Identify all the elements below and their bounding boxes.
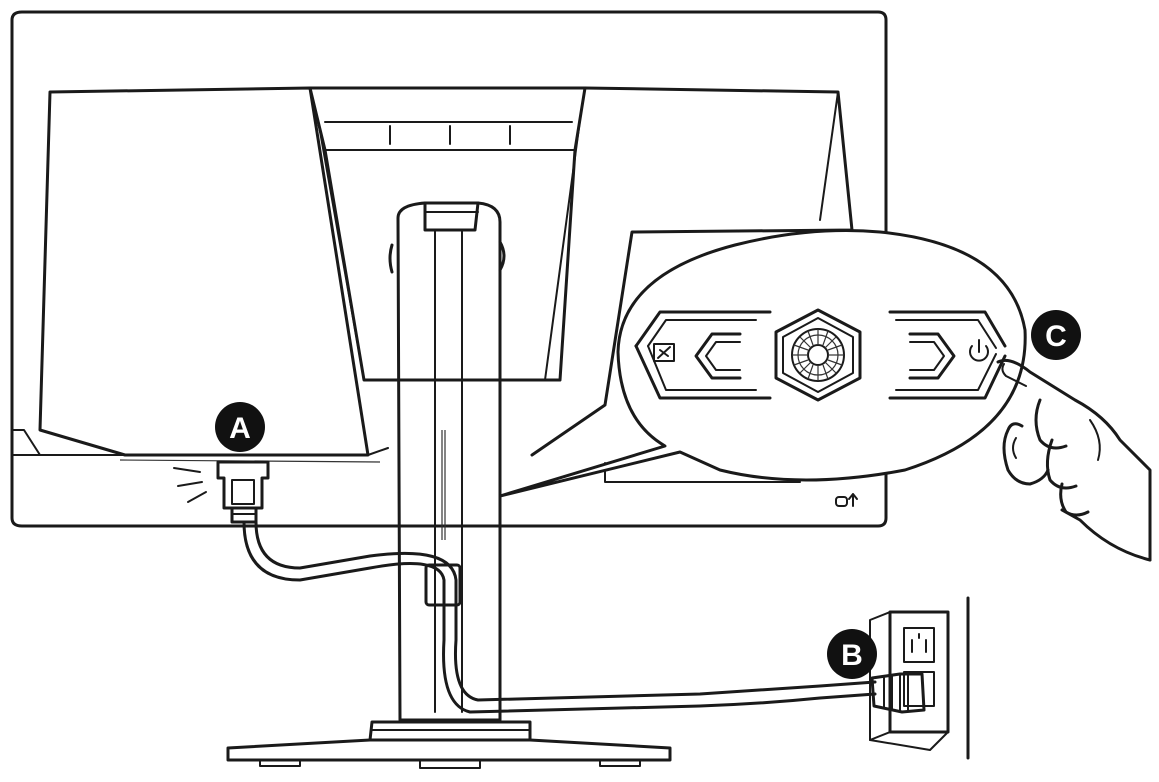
navigation-joystick-icon (774, 308, 862, 402)
hand-pressing-button (996, 358, 1152, 562)
rear-control-panel (634, 308, 1007, 402)
gaming-key-icon (653, 343, 675, 362)
callout-b-label: B (841, 639, 863, 672)
rear-housing (38, 86, 370, 457)
callout-b-badge (827, 629, 877, 679)
callout-c-badge (1031, 310, 1081, 360)
callout-c-label: C (1045, 320, 1067, 353)
kensington-lock-icon (835, 493, 858, 507)
stand-base (226, 738, 672, 762)
monitor-bottom-lip (11, 429, 389, 456)
button-zoom-bubble (498, 229, 1027, 498)
power-icon (969, 339, 989, 362)
callout-c: C (1031, 310, 1081, 360)
stand-column (396, 201, 502, 722)
monitor-stand (226, 201, 672, 769)
callout-b: B (827, 629, 877, 679)
callout-a: A (215, 402, 265, 452)
wall-outlet-icon (869, 596, 970, 760)
power-connector-plug (216, 460, 270, 510)
monitor-frame (10, 10, 888, 528)
callout-a-badge (215, 402, 265, 452)
monitor-back (10, 10, 888, 528)
power-cable (173, 460, 926, 714)
callout-a-label: A (229, 412, 251, 445)
center-recess (308, 86, 587, 382)
